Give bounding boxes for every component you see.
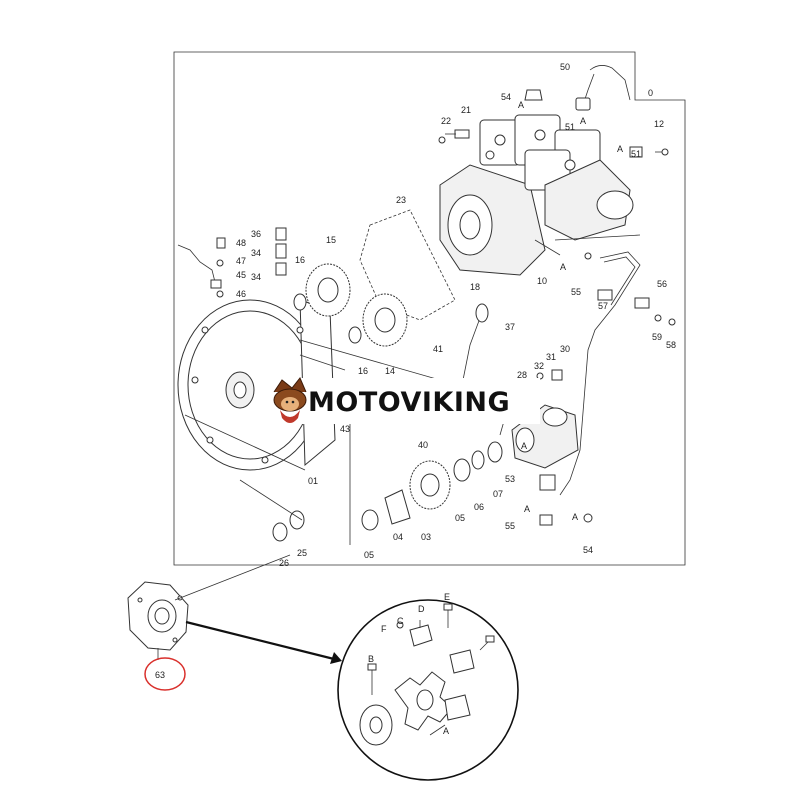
letter-b: B bbox=[368, 654, 374, 664]
callout-22: 22 bbox=[441, 116, 451, 126]
callout-32: 32 bbox=[534, 361, 544, 371]
letter-a: A bbox=[617, 144, 623, 154]
callout-14: 14 bbox=[385, 366, 395, 376]
letter-d: D bbox=[418, 604, 425, 614]
watermark: MOTOVIKING bbox=[262, 377, 540, 424]
callout-34: 34 bbox=[251, 272, 261, 282]
callout-25: 25 bbox=[297, 548, 307, 558]
callout-05: 05 bbox=[364, 550, 374, 560]
pump-assembly bbox=[439, 65, 634, 276]
callout-31: 31 bbox=[546, 352, 556, 362]
callout-36: 36 bbox=[251, 229, 261, 239]
callout-41: 41 bbox=[433, 344, 443, 354]
gear-14 bbox=[362, 293, 408, 347]
pipe-56 bbox=[559, 251, 641, 496]
callout-54: 54 bbox=[501, 92, 511, 102]
brand-text: MOTOVIKING bbox=[308, 387, 510, 418]
fittings-top bbox=[438, 89, 669, 158]
viking-head-icon bbox=[273, 377, 307, 423]
diagram-frame bbox=[173, 51, 686, 566]
callout-06: 06 bbox=[474, 502, 484, 512]
callout-0: 0 bbox=[648, 88, 653, 98]
zoom-connector bbox=[185, 620, 339, 662]
sensor-parts bbox=[177, 227, 287, 298]
shaft-parts bbox=[384, 489, 411, 525]
letter-a: A bbox=[572, 512, 578, 522]
callout-15: 15 bbox=[326, 235, 336, 245]
callout-30: 30 bbox=[560, 344, 570, 354]
dipstick bbox=[461, 317, 481, 386]
rings bbox=[272, 293, 503, 542]
detail-zoom-circle bbox=[337, 599, 519, 781]
highlight-circle bbox=[144, 657, 186, 691]
letter-c: C bbox=[397, 616, 404, 626]
letter-f: F bbox=[381, 624, 387, 634]
callout-58: 58 bbox=[666, 340, 676, 350]
callout-43: 43 bbox=[340, 424, 350, 434]
callout-26: 26 bbox=[279, 558, 289, 568]
callout-45: 45 bbox=[236, 270, 246, 280]
callout-56: 56 bbox=[657, 279, 667, 289]
callout-16: 16 bbox=[358, 366, 368, 376]
callout-63: 63 bbox=[155, 670, 165, 680]
letter-a: A bbox=[524, 504, 530, 514]
callout-50: 50 bbox=[560, 62, 570, 72]
callout-57: 57 bbox=[598, 301, 608, 311]
letter-a: A bbox=[518, 100, 524, 110]
letter-e: E bbox=[444, 592, 450, 602]
callout-10: 10 bbox=[537, 276, 547, 286]
callout-54: 54 bbox=[583, 545, 593, 555]
callout-55: 55 bbox=[571, 287, 581, 297]
gasket-23 bbox=[359, 209, 456, 321]
letter-a: A bbox=[560, 262, 566, 272]
letter-a: A bbox=[521, 441, 527, 451]
coupling-63 bbox=[127, 554, 291, 660]
callout-23: 23 bbox=[396, 195, 406, 205]
callout-46: 46 bbox=[236, 289, 246, 299]
callout-34: 34 bbox=[251, 248, 261, 258]
callout-28: 28 bbox=[517, 370, 527, 380]
callout-07: 07 bbox=[493, 489, 503, 499]
callout-21: 21 bbox=[461, 105, 471, 115]
callout-59: 59 bbox=[652, 332, 662, 342]
callout-51: 51 bbox=[631, 149, 641, 159]
callout-01: 01 bbox=[308, 476, 318, 486]
callout-40: 40 bbox=[418, 440, 428, 450]
fittings-right bbox=[536, 252, 676, 526]
callout-04: 04 bbox=[393, 532, 403, 542]
callout-51: 51 bbox=[565, 122, 575, 132]
callout-55: 55 bbox=[505, 521, 515, 531]
callout-48: 48 bbox=[236, 238, 246, 248]
callout-16: 16 bbox=[295, 255, 305, 265]
callout-05: 05 bbox=[455, 513, 465, 523]
callout-12: 12 bbox=[654, 119, 664, 129]
callout-53: 53 bbox=[505, 474, 515, 484]
callout-47: 47 bbox=[236, 256, 246, 266]
letter-a: A bbox=[443, 726, 449, 736]
callout-18: 18 bbox=[470, 282, 480, 292]
callout-03: 03 bbox=[421, 532, 431, 542]
callout-37: 37 bbox=[505, 322, 515, 332]
gear-15 bbox=[305, 263, 351, 317]
letter-a: A bbox=[580, 116, 586, 126]
gear-03 bbox=[409, 460, 451, 510]
